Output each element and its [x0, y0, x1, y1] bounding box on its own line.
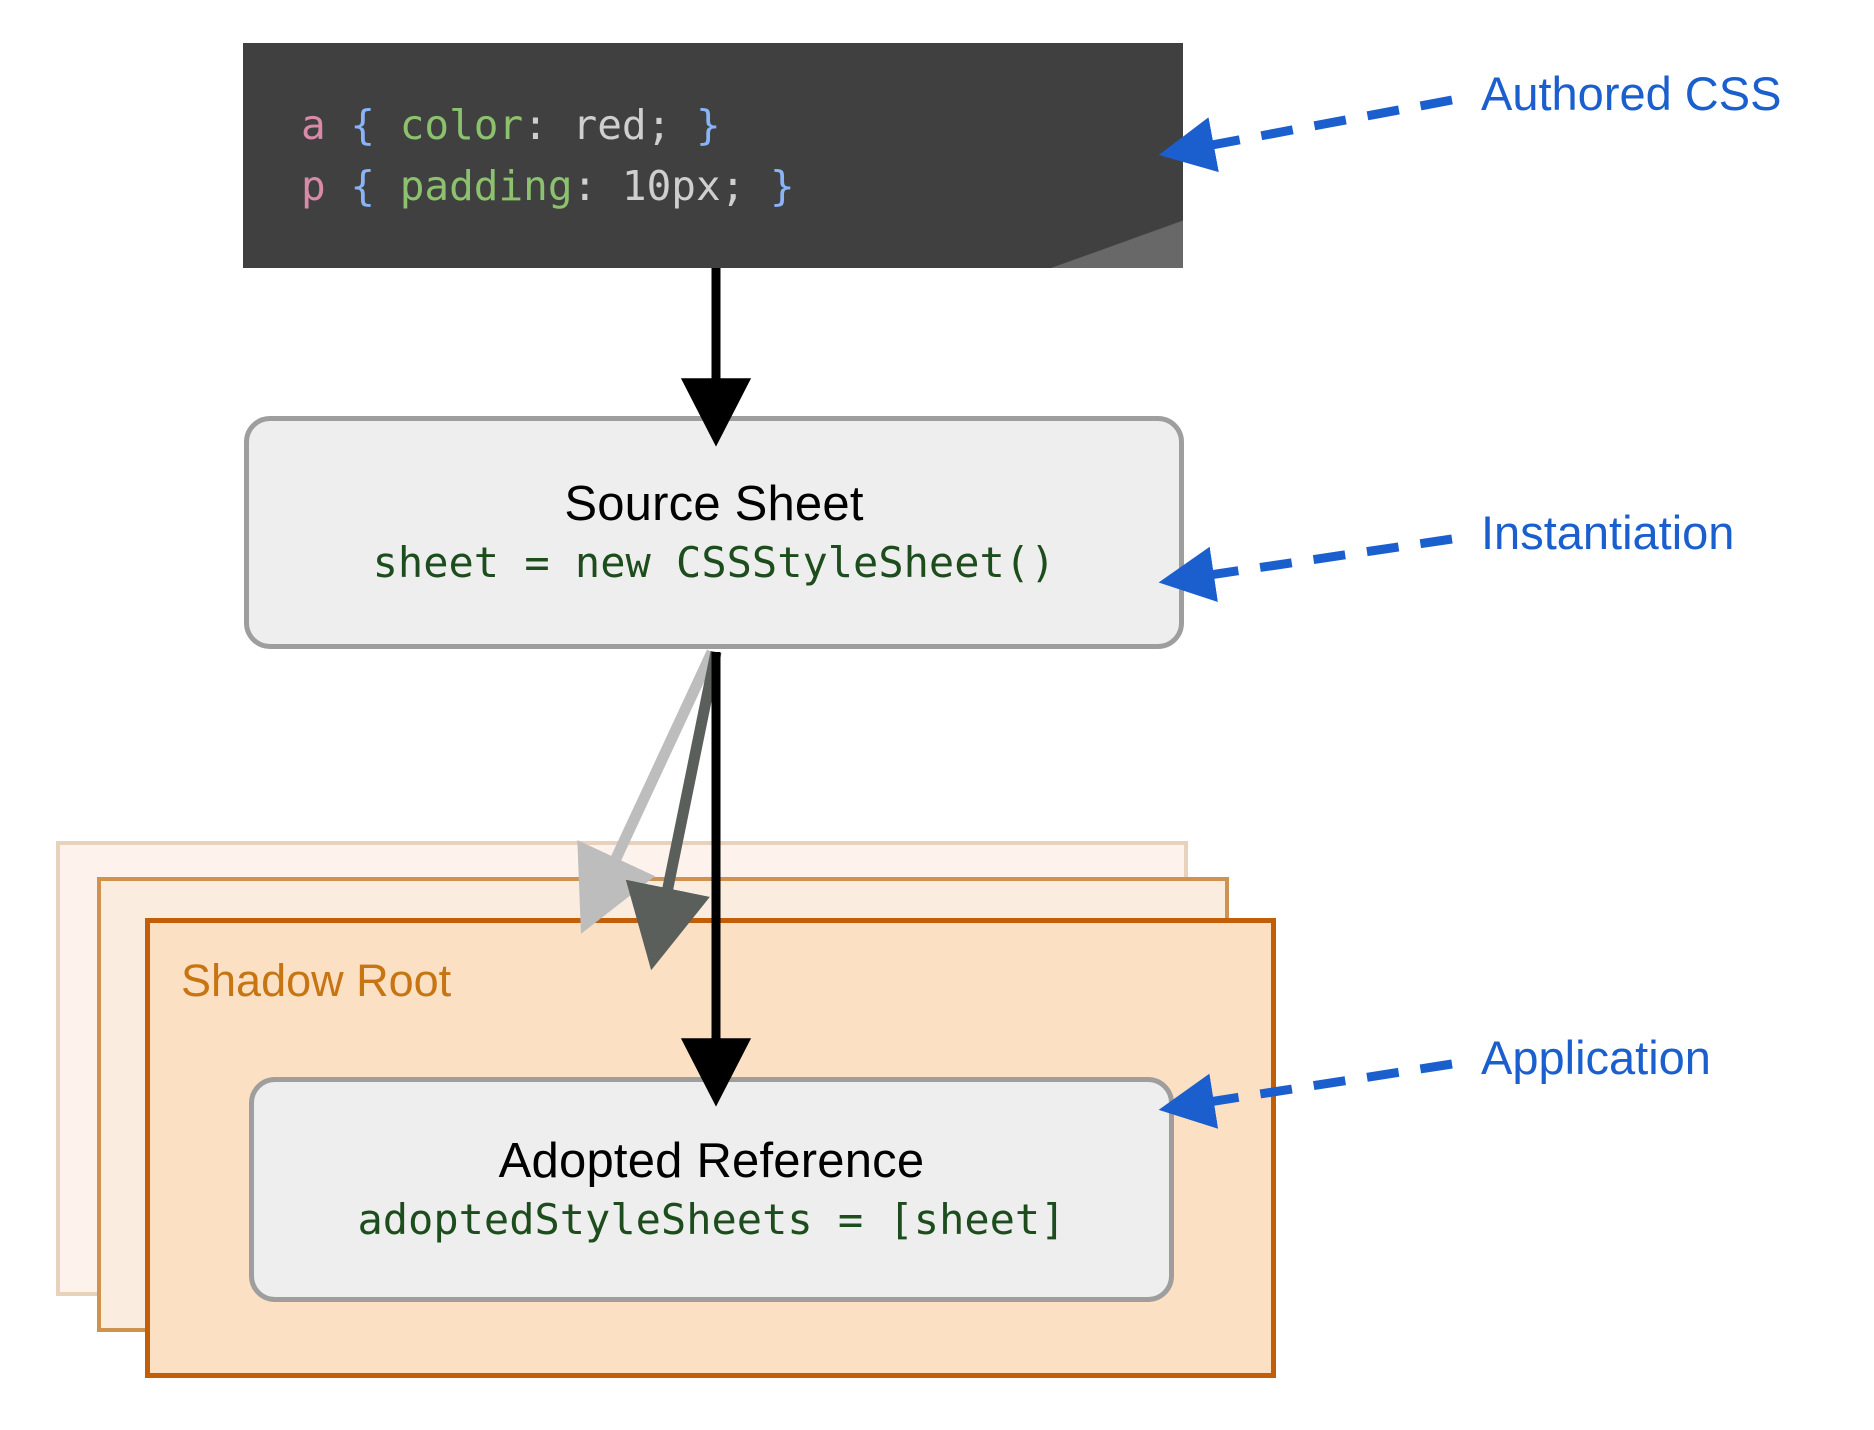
source-sheet-code: sheet = new CSSStyleSheet() [372, 538, 1056, 588]
css-brace-close-2: } [770, 162, 795, 210]
css-brace-open-2: { [325, 162, 400, 210]
css-property-padding: padding [399, 162, 573, 210]
css-brace-close-1: } [695, 101, 721, 149]
adopted-reference-title: Adopted Reference [498, 1133, 925, 1188]
shadow-root-label: Shadow Root [181, 955, 452, 1006]
leader-line-authored-css [1158, 95, 1453, 173]
code-sheet-shape [243, 43, 1183, 268]
annotation-instantiation: Instantiation [1481, 506, 1735, 559]
css-colon-1: : [523, 101, 573, 149]
leader-line-instantiation [1158, 534, 1453, 602]
css-property-color: color [399, 101, 524, 149]
css-selector-a: a [301, 101, 326, 149]
css-value-red: red; [572, 101, 696, 149]
css-selector-p: p [301, 162, 326, 210]
css-brace-open-1: { [325, 101, 400, 149]
annotation-authored-css: Authored CSS [1481, 67, 1782, 120]
annotation-application: Application [1481, 1031, 1711, 1084]
css-code-text: a { color: red; } p { padding: 10px; } [301, 95, 795, 217]
source-sheet-title: Source Sheet [564, 476, 864, 531]
css-colon-2: : [572, 162, 622, 210]
authored-css-block: a { color: red; } p { padding: 10px; } [243, 43, 1183, 268]
css-value-10px: 10px; [621, 162, 771, 210]
source-sheet-node: Source Sheet sheet = new CSSStyleSheet() [244, 416, 1184, 649]
adopted-reference-node: Adopted Reference adoptedStyleSheets = [… [249, 1077, 1174, 1302]
adopted-reference-code: adoptedStyleSheets = [sheet] [357, 1195, 1066, 1245]
